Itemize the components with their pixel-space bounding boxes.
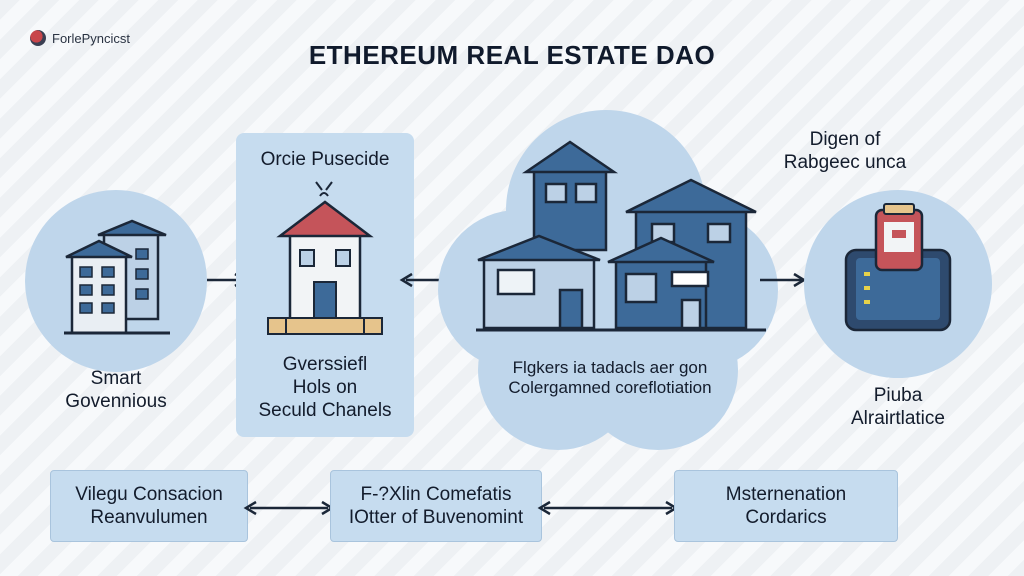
right-node-heading: Digen of Rabgeec unca <box>760 128 930 174</box>
cloud-line1: Flgkers ia tadacls aer gon <box>512 358 708 377</box>
bottom-box-3-line1: Msternenation <box>725 484 847 505</box>
arrow-right-icon <box>760 272 807 288</box>
brand-name: ForlePyncicst <box>52 30 131 46</box>
smart-governance-label: Smart Govennious <box>25 367 207 413</box>
bottom-box-1-line1: Vilegu Consacion <box>75 484 223 505</box>
smart-governance-line2: Govennious <box>65 391 167 412</box>
public-access-line2: Alrairtlatice <box>851 408 945 429</box>
smart-governance-line1: Smart <box>90 368 142 389</box>
bottom-box-3-line2: Cordarics <box>745 507 827 528</box>
public-access-label: Piuba Alrairtlatice <box>804 384 992 430</box>
double-arrow-icon <box>243 500 335 516</box>
bottom-box-2: F-?Xlin Comefatis IOtter of Buvenomint <box>330 470 542 542</box>
online-purchase-text: Gverssiefl Hols on Seculd Chanels <box>236 353 414 422</box>
neighborhood-icon <box>476 140 766 332</box>
online-purchase-heading: Orcie Pusecide <box>260 149 390 170</box>
double-arrow-icon <box>537 500 679 516</box>
house-icon <box>267 181 383 335</box>
right-heading-line2: Rabgeec unca <box>783 152 907 173</box>
online-purchase-line1: Gverssiefl <box>282 354 368 375</box>
bottom-box-3: Msternenation Cordarics <box>674 470 898 542</box>
page-title: ETHEREUM REAL ESTATE DAO <box>308 40 716 70</box>
cloud-line2: Colergamned coreflotiation <box>508 378 712 397</box>
cloud-label: Flgkers ia tadacls aer gon Colergamned c… <box>470 358 750 398</box>
bottom-box-1: Vilegu Consacion Reanvulumen <box>50 470 248 542</box>
brand-logo-icon <box>30 30 46 46</box>
online-purchase-line2: Hols on <box>292 377 358 398</box>
bottom-box-2-line1: F-?Xlin Comefatis <box>360 484 512 505</box>
bottom-box-2-line2: IOtter of Buvenomint <box>348 507 524 528</box>
public-access-line1: Piuba <box>873 385 923 406</box>
brand-logo: ForlePyncicst <box>30 30 130 46</box>
bottom-box-1-line2: Reanvulumen <box>90 507 208 528</box>
online-purchase-line3: Seculd Chanels <box>258 400 392 421</box>
buildings-icon <box>64 219 170 335</box>
tablet-icon <box>844 203 952 332</box>
right-heading-line1: Digen of <box>809 129 881 150</box>
